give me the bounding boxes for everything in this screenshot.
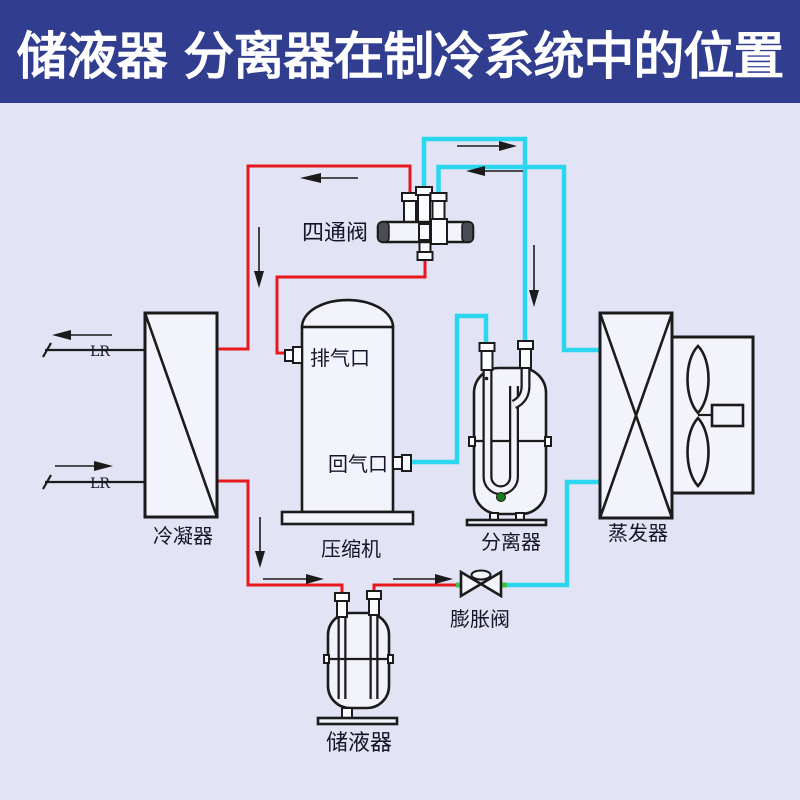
separator-inlet-collar	[517, 340, 534, 350]
receiver-label: 储液器	[326, 731, 392, 756]
separator-outlet-collar	[478, 342, 496, 352]
separator-u-tube-inner	[484, 369, 517, 493]
pipe-valve-to-separator	[421, 136, 528, 344]
arrow-right-head-icon	[499, 141, 517, 151]
lr-label-bottom: LR	[90, 476, 110, 492]
four-way-valve: 四通阀	[302, 186, 475, 261]
valve-top-pipe-middle	[417, 193, 431, 225]
fan-motor	[710, 403, 745, 428]
arrow-down-head-icon	[255, 551, 265, 568]
condenser-diagonal	[143, 312, 219, 518]
pipe-break-tick-icon	[42, 342, 52, 358]
separator-oil-hole-dot	[496, 492, 506, 502]
discharge-fitting-inner	[292, 346, 303, 364]
discharge-port-label: 排气口	[310, 346, 370, 370]
separator-inlet-pipe	[519, 347, 532, 369]
receiver-base	[316, 716, 399, 726]
expansion-valve-label: 膨胀阀	[450, 607, 510, 631]
expansion-valve-triangle-left	[459, 569, 484, 599]
separator: 分离器	[465, 340, 552, 554]
receiver-outlet-collar	[366, 590, 382, 600]
suction-port-label: 回气口	[328, 452, 388, 476]
arrow-right-head-icon	[306, 574, 324, 584]
separator-inlet-elbow-inner	[512, 369, 529, 407]
arrow-right-head-icon	[435, 574, 453, 584]
pipe-expansion-valve-to-evaporator	[504, 479, 600, 588]
title-bar: 储液器 分离器在制冷系统中的位置	[0, 0, 800, 103]
valve-top-pipe-left	[403, 198, 417, 225]
expansion-valve-triangle-right	[478, 569, 503, 599]
arrow-left-head-icon	[52, 330, 71, 340]
fan-blade-top-icon	[686, 344, 710, 415]
valve-bottom-pipe-collar	[416, 251, 434, 261]
valve-center-block	[418, 223, 431, 241]
pipe-compressor-discharge-to-valve	[275, 257, 427, 355]
receiver-pedestal	[341, 707, 353, 719]
compressor-dome	[300, 298, 395, 328]
pipe-valve-to-condenser	[217, 164, 412, 351]
receiver-seam-tab-left	[323, 654, 330, 664]
separator-seam-tab-right	[544, 436, 552, 447]
pipe-receiver-to-expansion-valve	[372, 583, 459, 592]
arrow-down-head-icon	[529, 290, 539, 307]
evaporator-label: 蒸发器	[608, 521, 668, 545]
refrigeration-diagram: LR LR 冷凝器 四通阀 排气口 回气口 压缩机	[42, 136, 755, 756]
receiver-seam-tab-right	[387, 654, 394, 664]
separator-seam-tab-left	[468, 436, 476, 447]
flow-arrows	[52, 141, 539, 584]
valve-pilot-block	[430, 218, 448, 245]
arrow-left-head-icon	[300, 173, 321, 183]
receiver-inlet-collar	[334, 592, 350, 602]
fan-blade-bottom-icon	[686, 416, 710, 488]
separator-base	[465, 518, 548, 527]
condenser: LR LR 冷凝器	[42, 311, 219, 548]
evaporator-diagonal-2	[598, 312, 674, 519]
valve-end-cap-right	[461, 221, 474, 243]
pipe-evaporator-to-valve	[436, 164, 600, 353]
evaporator: 蒸发器	[598, 311, 755, 545]
valve-end-cap-left	[377, 221, 390, 243]
separator-label: 分离器	[481, 530, 541, 554]
valve-top-pipe-middle-collar	[415, 186, 433, 196]
page-title: 储液器 分离器在制冷系统中的位置	[16, 27, 785, 87]
pipe-break-tick-icon	[42, 474, 52, 490]
discharge-fitting-outer	[284, 349, 294, 362]
receiver-vessel	[326, 611, 391, 710]
arrow-right-head-icon	[94, 461, 113, 471]
expansion-valve-diaphragm	[470, 569, 492, 581]
cold-gas-piping	[412, 136, 600, 588]
separator-outlet-pipe	[480, 349, 494, 371]
arrow-down-head-icon	[254, 271, 264, 288]
separator-weld-dot	[484, 376, 489, 381]
four-way-valve-label: 四通阀	[302, 221, 368, 246]
lr-label-top: LR	[90, 344, 110, 360]
condenser-label: 冷凝器	[153, 524, 213, 548]
suction-fitting-outer	[401, 454, 412, 472]
arrow-left-head-icon	[466, 166, 485, 176]
compressor-base	[280, 510, 415, 526]
compressor: 排气口 回气口 压缩机	[280, 298, 415, 561]
pipe-separator-to-compressor-suction	[412, 313, 489, 465]
suction-fitting-inner	[392, 456, 403, 470]
compressor-label: 压缩机	[321, 537, 381, 561]
hot-gas-piping	[217, 164, 459, 594]
compressor-body	[300, 325, 395, 514]
receiver: 储液器	[316, 590, 399, 756]
expansion-valve: 膨胀阀	[450, 569, 510, 631]
pipe-condenser-to-receiver	[217, 479, 344, 594]
valve-top-pipe-right-collar	[429, 192, 448, 202]
